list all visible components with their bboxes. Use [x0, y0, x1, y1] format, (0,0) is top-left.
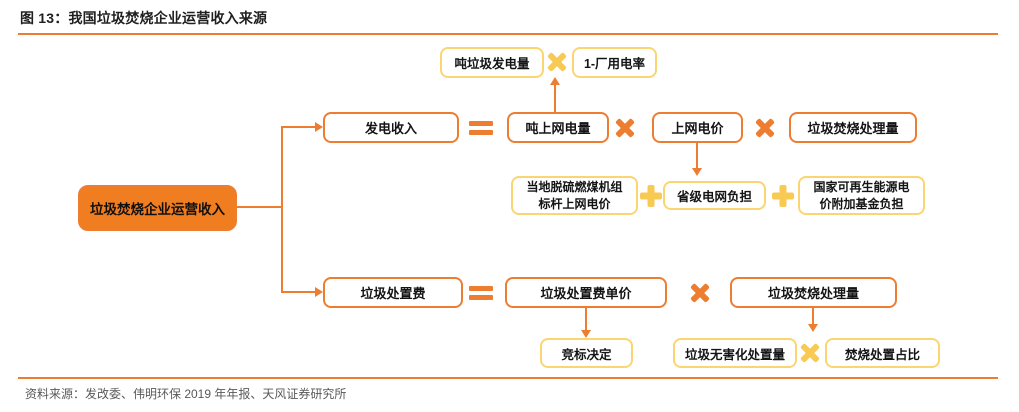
node-harmless-disposal-volume: 垃圾无害化处置量: [673, 338, 797, 368]
multiply-icon: [547, 52, 567, 72]
arrowhead-unit-price-down: [581, 330, 591, 338]
node-bidding-decision: 竞标决定: [540, 338, 633, 368]
node-ton-waste-power-generation: 吨垃圾发电量: [440, 47, 544, 78]
multiply-icon: [755, 118, 775, 138]
plus-icon: [772, 185, 794, 207]
equals-icon: [469, 286, 493, 300]
node-disposal-fee-unit-price: 垃圾处置费单价: [505, 277, 667, 308]
node-incineration-volume: 垃圾焚烧处理量: [789, 112, 917, 143]
node-root-operating-income: 垃圾焚烧企业运营收入: [78, 185, 237, 231]
node-power-generation-income: 发电收入: [323, 112, 459, 143]
header-divider: [18, 33, 998, 35]
connector-to-disposal-fee: [283, 291, 315, 293]
multiply-icon: [615, 118, 635, 138]
arrowhead-to-power-income: [315, 122, 323, 132]
arrowhead-grid-price-down: [692, 168, 702, 176]
connector-volume-down: [812, 308, 814, 324]
data-source-note: 资料来源：发改委、伟明环保 2019 年年报、天风证券研究所: [25, 387, 347, 401]
node-provincial-grid-burden: 省级电网负担: [663, 181, 766, 210]
node-incineration-volume: 垃圾焚烧处理量: [730, 277, 897, 308]
multiply-icon: [800, 343, 820, 363]
node-one-minus-plant-use-rate: 1-厂用电率: [572, 47, 657, 78]
connector-ton-grid-power-up: [554, 85, 556, 112]
arrowhead-volume-down: [808, 324, 818, 332]
footer-divider: [18, 377, 998, 379]
connector-unit-price-down: [585, 308, 587, 330]
connector-root-stub: [237, 206, 281, 208]
multiply-icon: [690, 283, 710, 303]
plus-icon: [640, 185, 662, 207]
node-waste-disposal-fee: 垃圾处置费: [323, 277, 463, 308]
node-on-grid-price: 上网电价: [652, 112, 743, 143]
arrowhead-ton-grid-power-up: [550, 77, 560, 85]
node-renewable-energy-fund-burden: 国家可再生能源电价附加基金负担: [798, 176, 925, 215]
connector-to-power-income: [283, 126, 315, 128]
node-incineration-share: 焚烧处置占比: [825, 338, 940, 368]
connector-root-vertical: [281, 126, 283, 293]
figure-title: 图 13：我国垃圾焚烧企业运营收入来源: [20, 10, 268, 26]
node-ton-grid-electricity: 吨上网电量: [507, 112, 609, 143]
equals-icon: [469, 121, 493, 135]
connector-grid-price-down: [696, 143, 698, 168]
arrowhead-to-disposal-fee: [315, 287, 323, 297]
node-benchmark-on-grid-price: 当地脱硫燃煤机组标杆上网电价: [511, 176, 638, 215]
